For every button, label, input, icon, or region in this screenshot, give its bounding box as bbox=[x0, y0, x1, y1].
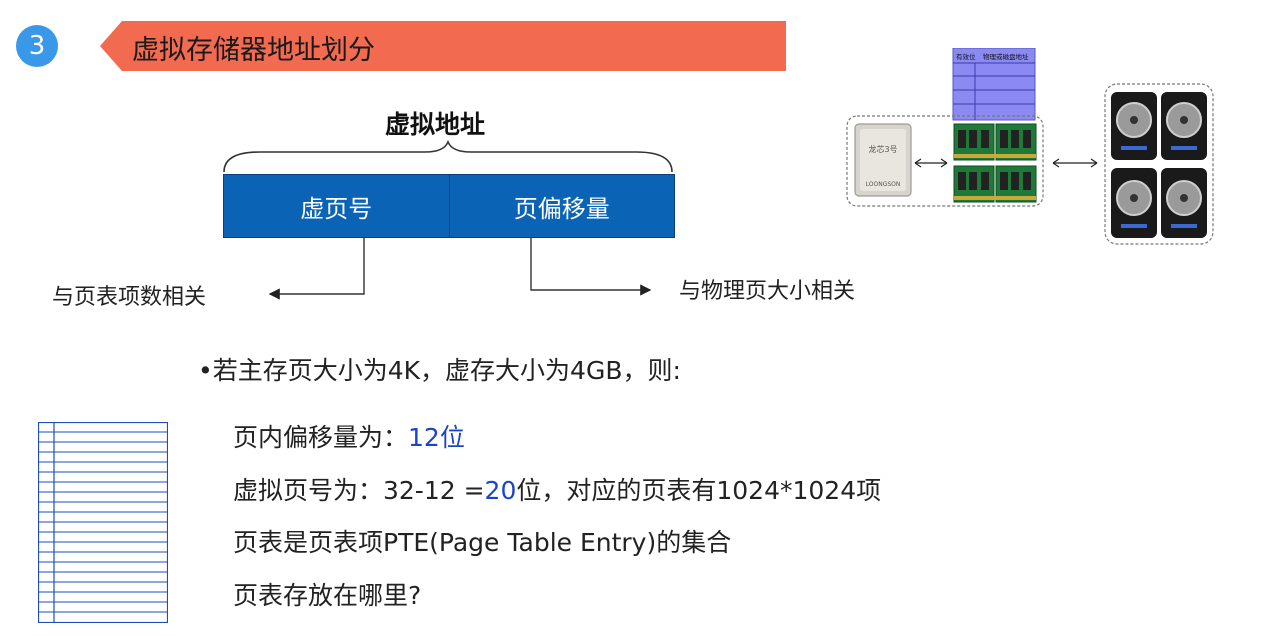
address-brace bbox=[223, 140, 673, 173]
title-banner bbox=[100, 21, 786, 71]
section-number-badge: 3 bbox=[16, 25, 58, 67]
offset-line: 页内偏移量为：12位 bbox=[233, 418, 465, 454]
cpu-chip-label: 龙芯3号 bbox=[868, 144, 897, 154]
section-title: 虚拟存储器地址划分 bbox=[132, 35, 375, 66]
page-offset-cell: 页偏移量 bbox=[448, 175, 674, 237]
virtual-page-number-cell: 虚页号 bbox=[224, 175, 449, 237]
hard-disks-icon bbox=[1111, 92, 1207, 238]
page-table-header-address: 物理或磁盘地址 bbox=[983, 52, 1029, 61]
memory-modules-icon bbox=[953, 123, 1037, 203]
page-number-suffix: 位，对应的页表有1024*1024项 bbox=[516, 476, 882, 505]
memory-hierarchy-figure: 有效位 物理或磁盘地址 龙芯3号 LOONGSON bbox=[846, 48, 1214, 245]
page-table-notepad-icon bbox=[38, 422, 168, 623]
bullet-condition: •若主存页大小为4K，虚存大小为4GB，则: bbox=[198, 356, 681, 385]
page-table-graphic: 有效位 物理或磁盘地址 bbox=[952, 48, 1036, 121]
page-table-question: 页表存放在哪里? bbox=[233, 581, 422, 610]
page-number-prefix: 虚拟页号为：32-12 = bbox=[233, 476, 485, 505]
virtual-address-box: 虚页号 页偏移量 bbox=[223, 174, 675, 238]
cpu-chip-icon: 龙芯3号 LOONGSON bbox=[854, 123, 912, 197]
page-table-header-valid: 有效位 bbox=[956, 52, 976, 61]
virtual-address-title: 虚拟地址 bbox=[385, 110, 486, 139]
offset-value: 12位 bbox=[408, 423, 465, 452]
right-note: 与物理页大小相关 bbox=[679, 279, 856, 304]
page-number-line: 虚拟页号为：32-12 =20位，对应的页表有1024*1024项 bbox=[233, 471, 881, 507]
left-note: 与页表项数相关 bbox=[52, 285, 207, 310]
page-number-value: 20 bbox=[484, 476, 517, 505]
page-table-definition: 页表是页表项PTE(Page Table Entry)的集合 bbox=[233, 528, 732, 557]
cpu-chip-brand: LOONGSON bbox=[866, 181, 901, 188]
offset-line-prefix: 页内偏移量为： bbox=[233, 423, 409, 452]
connector-arrows bbox=[268, 238, 652, 300]
